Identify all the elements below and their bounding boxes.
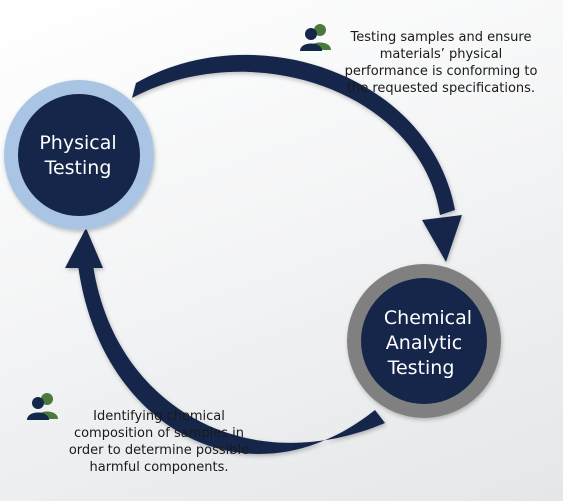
arrow-physical-to-chemical	[132, 54, 462, 262]
chemical-note-line-3: order to determine possible	[68, 443, 250, 458]
users-icon	[300, 24, 331, 51]
physical-note-line-4: the requested specifications.	[346, 81, 536, 96]
chemical-note-line-1: Identifying chemical	[93, 409, 225, 424]
physical-label-line-2: Testing	[44, 157, 112, 179]
chemical-note-line-2: composition of samples in	[73, 426, 245, 441]
chemical-label-line-1: Chemical	[384, 307, 472, 329]
chemical-testing-description: Identifying chemical composition of samp…	[54, 408, 264, 476]
node-chemical-analytic-testing: Chemical Analytic Testing	[347, 264, 501, 418]
arrow-chemical-to-physical	[65, 228, 385, 454]
physical-note-line-1: Testing samples and ensure	[350, 30, 532, 45]
svg-text:Chemical Analytic: Chemical Analytic Testing	[384, 307, 478, 379]
physical-note-line-2: materials’ physical	[379, 47, 503, 62]
chemical-label-line-3: Testing	[387, 357, 455, 379]
node-physical-testing: Physical Testing	[4, 80, 154, 230]
physical-label-line-1: Physical	[39, 132, 116, 154]
chemical-node-core	[361, 278, 487, 404]
svg-text:Physical Testing: Physical Testing	[39, 132, 122, 179]
physical-node-core	[18, 94, 140, 216]
physical-note-line-3: performance is conforming to	[344, 64, 538, 79]
users-icon	[27, 393, 58, 420]
chemical-label-line-2: Analytic	[386, 332, 462, 354]
physical-testing-description: Testing samples and ensure materials’ ph…	[336, 29, 546, 97]
chemical-note-line-4: harmful components.	[89, 460, 229, 475]
